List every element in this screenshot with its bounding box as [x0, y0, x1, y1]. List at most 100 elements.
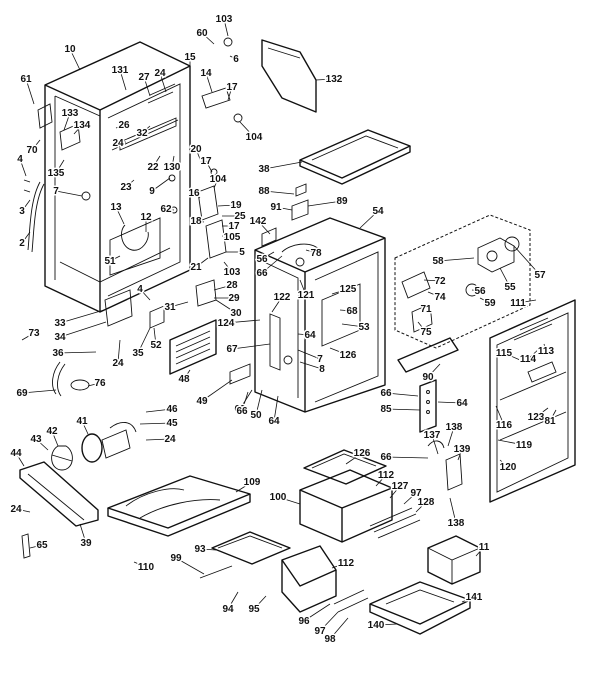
- callout-label-c52: 66: [256, 268, 268, 279]
- dairy-bin: [427, 535, 481, 585]
- callout-leader-c103: [549, 409, 557, 422]
- callout-label-c85: 126: [340, 350, 357, 361]
- top-cover-panel: [261, 39, 317, 113]
- callout-leader-c34: [217, 204, 237, 207]
- callout-label-c87: 115: [496, 348, 513, 359]
- callout-label-c38: 2: [19, 238, 25, 249]
- callout-label-c31: 7: [53, 186, 59, 197]
- callout-leader-c119: [375, 474, 387, 487]
- callout-leader-c93: [201, 379, 233, 402]
- callout-leader-c129: [29, 544, 43, 549]
- callout-label-c14: 133: [62, 108, 79, 119]
- callout-leader-c86: [299, 361, 323, 370]
- callout-label-c132: 112: [338, 558, 355, 569]
- callout-label-c12: 132: [326, 74, 343, 85]
- callout-label-c1: 10: [64, 44, 76, 55]
- callout-label-c54: 58: [432, 256, 444, 267]
- callout-leader-c55: [513, 245, 541, 276]
- callout-label-c99: 66: [380, 388, 392, 399]
- callout-leader-c10: [205, 72, 213, 93]
- callout-leader-c54: [437, 257, 475, 262]
- callout-label-c32: 9: [149, 186, 155, 197]
- callout-leader-c45: [257, 220, 271, 235]
- callout-label-c50: 103: [224, 267, 241, 278]
- callout-leader-c32: [151, 177, 171, 192]
- callout-label-c130: 93: [194, 544, 206, 555]
- callout-leader-c4: [143, 76, 151, 97]
- callout-leader-c125: [449, 497, 457, 524]
- callout-leader-c118: [499, 459, 509, 468]
- callout-leader-c85: [329, 347, 349, 356]
- callout-leader-c84: [297, 349, 321, 360]
- callout-leader-c15: [73, 124, 83, 135]
- callout-label-c37: 25: [234, 211, 246, 222]
- callout-label-c53: 78: [310, 248, 322, 259]
- callout-label-c123: 100: [270, 492, 287, 503]
- callout-label-c66: 59: [484, 298, 496, 309]
- callout-leader-c127: [79, 523, 87, 544]
- callout-label-c113: 66: [380, 452, 392, 463]
- callout-leader-c99: [385, 392, 419, 397]
- top-hinge-assembly: [201, 37, 243, 123]
- callout-label-c86: 8: [319, 364, 325, 375]
- callout-label-c97: 64: [268, 416, 280, 427]
- callout-label-c136: 95: [248, 604, 260, 615]
- callout-label-c89: 113: [538, 346, 555, 357]
- callout-leader-c48: [109, 255, 121, 262]
- callout-label-c133: 99: [170, 553, 182, 564]
- callout-label-c110: 116: [496, 420, 513, 431]
- drain-tube: [52, 361, 90, 397]
- callout-label-c67: 111: [510, 298, 526, 309]
- callout-leader-c102: [535, 407, 549, 418]
- callout-label-c10: 14: [200, 68, 212, 79]
- callout-label-c63: 55: [504, 282, 516, 293]
- callout-leader-c132: [331, 562, 347, 569]
- callout-label-c43: 17: [228, 221, 240, 232]
- callout-label-c100: 85: [380, 404, 392, 415]
- callout-leader-c2: [25, 78, 35, 105]
- callout-label-c23: 20: [190, 144, 202, 155]
- callout-label-c26: 4: [17, 154, 23, 165]
- callout-leader-c83: [137, 327, 151, 354]
- callout-leader-c52: [261, 255, 283, 274]
- callout-label-c64: 74: [434, 292, 446, 303]
- callout-leader-c63: [499, 267, 511, 288]
- callout-leader-c128: [475, 546, 485, 557]
- callout-label-c71: 124: [218, 318, 235, 329]
- callout-leaders: [15, 18, 557, 640]
- callout-label-c131: 110: [138, 562, 155, 573]
- callout-leader-c123: [277, 496, 301, 505]
- callout-leader-c56: [139, 288, 151, 301]
- callout-leader-c92: [183, 369, 191, 380]
- callout-leader-c38: [21, 231, 31, 244]
- callout-leader-c49: [195, 257, 209, 268]
- callout-label-c104: 46: [166, 404, 178, 415]
- callout-label-c47: 5: [239, 247, 245, 258]
- callout-label-c4: 27: [138, 72, 150, 83]
- callout-label-c107: 42: [46, 426, 58, 437]
- callout-label-c40: 62: [160, 204, 172, 215]
- callout-leader-c122: [403, 492, 417, 505]
- callout-label-c126: 24: [10, 504, 22, 515]
- callout-label-c24: 17: [200, 156, 212, 167]
- meat-keeper-tray: [369, 581, 471, 635]
- callout-label-c6: 15: [184, 52, 196, 63]
- callout-leader-c33: [193, 192, 201, 199]
- callout-label-c109: 24: [164, 434, 176, 445]
- callout-label-c55: 57: [534, 270, 546, 281]
- callout-leader-c72: [339, 309, 353, 312]
- clip-part: [21, 533, 31, 559]
- callout-label-c18: 70: [26, 145, 38, 156]
- callout-label-c80: 67: [226, 344, 238, 355]
- callout-leader-c74: [419, 305, 427, 310]
- callout-leader-c23: [195, 148, 203, 165]
- callout-label-c106: 45: [166, 418, 178, 429]
- callout-leader-c53: [305, 249, 317, 254]
- callout-label-c11: 17: [226, 82, 238, 93]
- callout-label-c42: 18: [190, 216, 202, 227]
- callout-leader-c136: [253, 595, 267, 610]
- callout-leader-c126: [15, 508, 31, 513]
- callout-leader-c96: [241, 391, 249, 412]
- cabinet-internal-parts: [109, 83, 178, 276]
